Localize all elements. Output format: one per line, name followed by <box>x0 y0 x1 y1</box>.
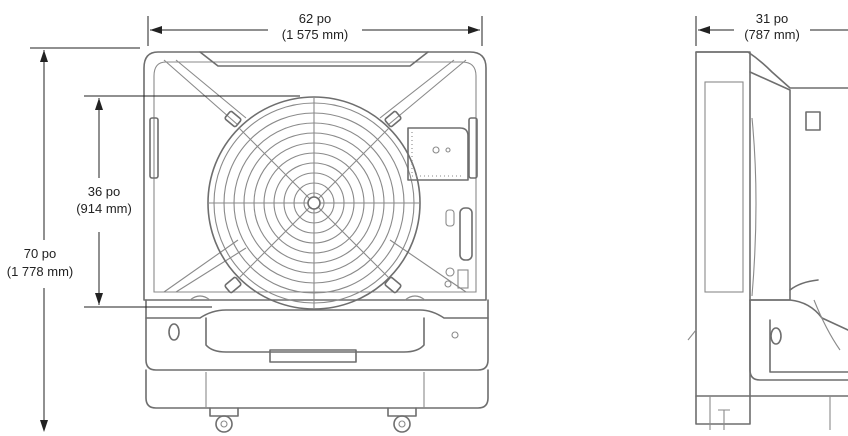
depth-imperial-label: 31 po <box>756 11 789 26</box>
width-metric-label: (1 575 mm) <box>282 27 348 42</box>
total-height-imperial-label: 70 po <box>24 246 57 261</box>
side-view <box>687 51 848 430</box>
depth-metric-label: (787 mm) <box>744 27 800 42</box>
fan-height-metric-label: (914 mm) <box>76 201 132 216</box>
control-panel-icon <box>407 127 469 181</box>
front-view <box>143 51 489 433</box>
fan-height-imperial-label: 36 po <box>88 184 121 199</box>
fan-guard-icon <box>207 96 421 310</box>
total-height-metric-label: (1 778 mm) <box>7 264 73 279</box>
fan-height-dimension: 36 po (914 mm) <box>76 95 300 308</box>
total-height-dimension: 70 po (1 778 mm) <box>7 47 140 432</box>
width-dimension: 62 po (1 575 mm) <box>147 11 483 46</box>
valve-icon <box>444 267 469 289</box>
caster-right-icon <box>387 407 417 433</box>
width-imperial-label: 62 po <box>299 11 332 26</box>
caster-left-icon <box>209 407 239 433</box>
depth-dimension: 31 po (787 mm) <box>695 11 848 46</box>
